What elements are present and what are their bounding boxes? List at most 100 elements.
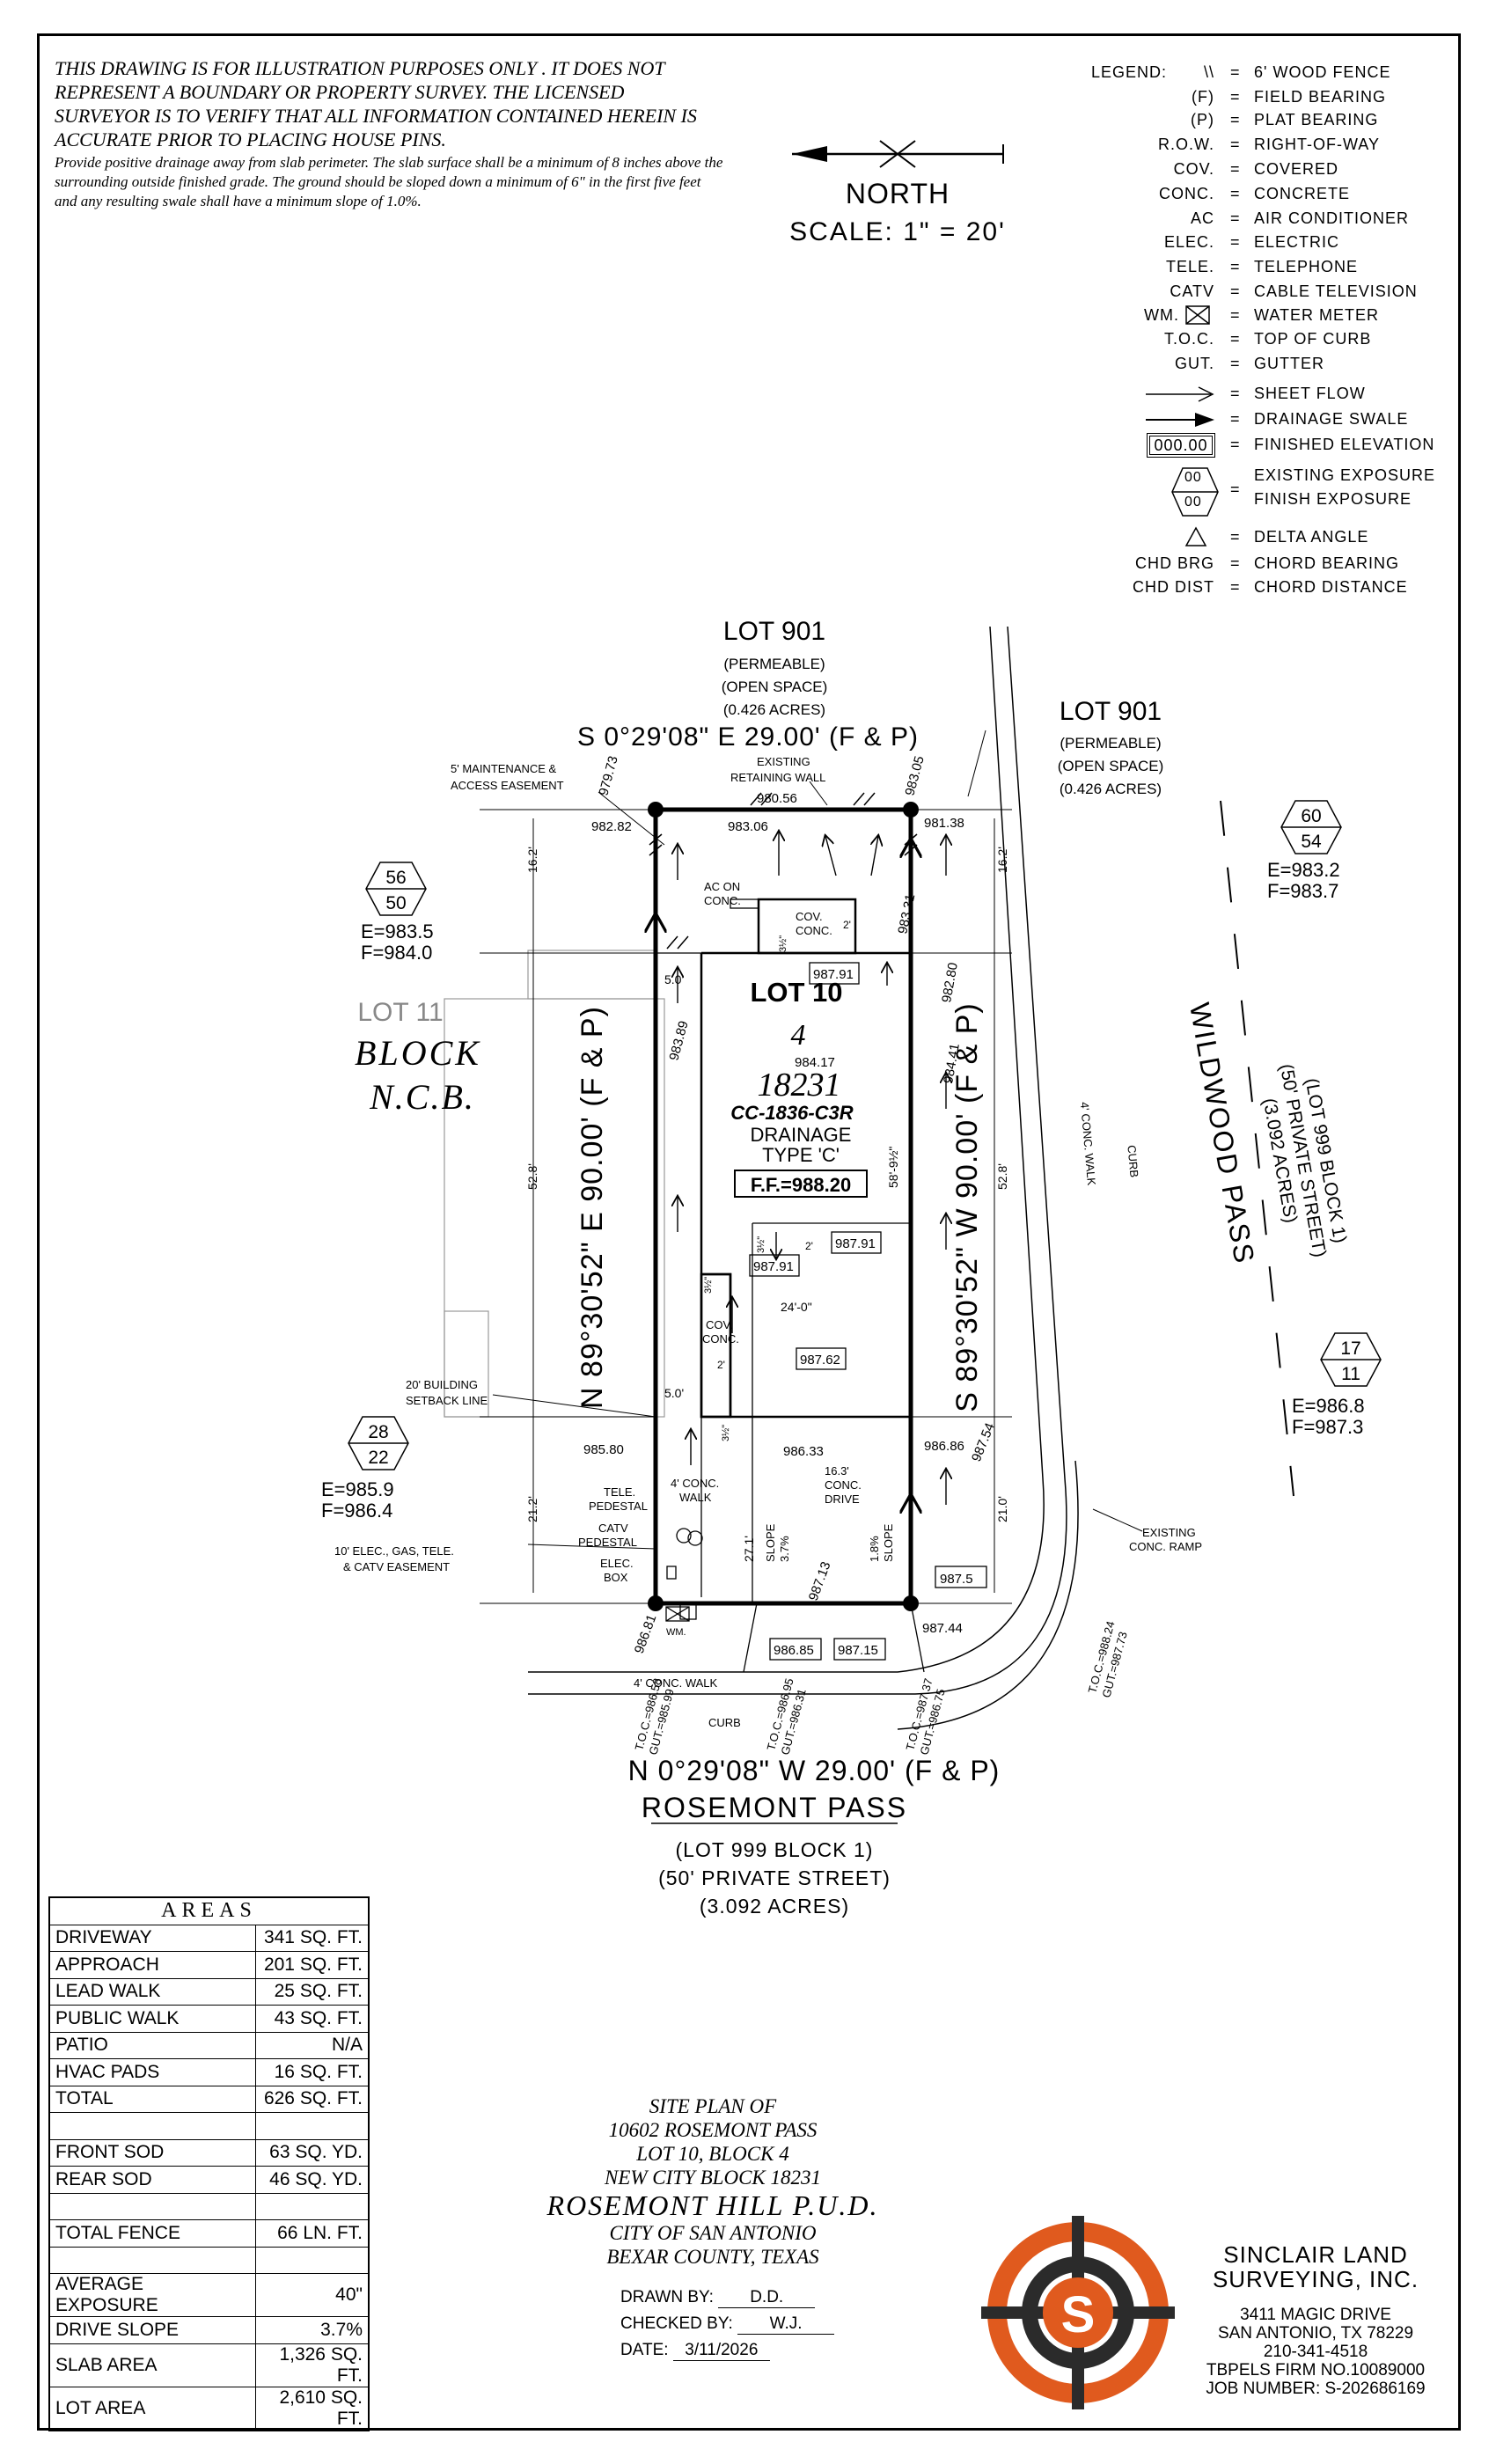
interior-lines [656, 880, 987, 1603]
lot901-right-name: LOT 901 [1060, 697, 1162, 726]
slope-label: SLOPE [764, 1523, 777, 1562]
firm-address: 3411 MAGIC DRIVE [1240, 2306, 1391, 2324]
legend-row: ELEC.=ELECTRIC [1056, 233, 1443, 254]
exposure-hexagon: 56 50 E=983.5 F=984.0 [361, 862, 434, 964]
spot-elevation: 980.56 [757, 791, 797, 806]
disclaimer-note: THIS DRAWING IS FOR ILLUSTRATION PURPOSE… [55, 57, 697, 150]
setback-label: 20' BUILDING [406, 1378, 478, 1391]
surveyor-block: SINCLAIR LAND SURVEYING, INC. 3411 MAGIC… [1170, 2242, 1461, 2398]
area-value: 25 SQ. FT. [255, 1977, 370, 2006]
exposure-finish: 54 [1301, 832, 1322, 852]
legend-desc: CHORD DISTANCE [1254, 578, 1408, 596]
area-value [255, 2192, 370, 2220]
spot-elevation: 987.91 [835, 1236, 876, 1251]
lot901-right-sub: (PERMEABLE) [1060, 735, 1161, 752]
legend-row: GUT.=GUTTER [1056, 355, 1443, 376]
spot-elevation: 987.91 [753, 1259, 794, 1274]
area-label: TOTAL FENCE [48, 2219, 256, 2248]
cov-conc-label: COV. [706, 1318, 733, 1331]
area-value: 626 SQ. FT. [255, 2085, 370, 2113]
legend-symbol: TELE. [1165, 258, 1214, 275]
dimension: 21.2' [525, 1496, 539, 1522]
legend-row: CATV=CABLE TELEVISION [1056, 282, 1443, 304]
legend-desc: FIELD BEARING [1254, 88, 1387, 106]
exposure-finish: 11 [1341, 1364, 1360, 1384]
spot-elevation: 986.81 [632, 1612, 660, 1655]
curb-right: CURB [1125, 1145, 1140, 1178]
spot-elevation: 987.15 [838, 1643, 878, 1658]
drive-label: 16.3' [825, 1464, 849, 1478]
area-label: DRIVE SLOPE [48, 2316, 256, 2344]
checked-label: CHECKED BY: [620, 2314, 733, 2333]
street-bottom-sub: (50' PRIVATE STREET) [658, 1866, 891, 1889]
public-walk-label: 4' CONC. WALK [634, 1676, 718, 1690]
utility-easement-label: 10' ELEC., GAS, TELE. [334, 1544, 454, 1558]
legend-desc: RIGHT-OF-WAY [1254, 136, 1380, 153]
legend-desc: CONCRETE [1254, 185, 1351, 202]
drive-label: CONC. [825, 1478, 862, 1492]
spot-elevation: 987.5 [940, 1572, 973, 1587]
area-label: TOTAL [48, 2085, 256, 2113]
areas-title: AREAS [48, 1896, 370, 1925]
logo-letter: S [1061, 2286, 1096, 2343]
legend-symbol: AC [1190, 209, 1214, 227]
legend-row: COV.=COVERED [1056, 160, 1443, 181]
legend-symbol: (F) [1192, 88, 1214, 106]
drainage-type: TYPE 'C' [762, 1144, 840, 1166]
legend-row: (F)=FIELD BEARING [1056, 88, 1443, 109]
title-line: NEW CITY BLOCK 18231 [604, 2167, 821, 2189]
dimension: 27.1' [742, 1536, 756, 1562]
dimension: 3½" [756, 1236, 766, 1253]
drawn-label: DRAWN BY: [620, 2288, 714, 2306]
exposure-f: F=983.7 [1267, 880, 1338, 902]
dimension: 52.8' [995, 1163, 1009, 1190]
area-label: PUBLIC WALK [48, 2005, 256, 2033]
legend-symbol: T.O.C. [1163, 330, 1214, 348]
drainage-label: DRAINAGE [751, 1124, 852, 1146]
dimension: 2' [717, 1359, 725, 1371]
leader-lines [492, 730, 1143, 1550]
exposure-existing: 60 [1301, 806, 1321, 826]
utility-easement-label: & CATV EASEMENT [343, 1560, 450, 1573]
dimension: 3½" [778, 935, 788, 952]
lead-walk-label: 4' CONC. [671, 1477, 719, 1490]
legend-row: T.O.C.=TOP OF CURB [1056, 330, 1443, 351]
exposure-finish: 50 [385, 893, 406, 913]
water-meter-label: WM. [666, 1627, 686, 1638]
curb-label: CURB [708, 1716, 741, 1729]
table-row [48, 2192, 370, 2220]
north-label: NORTH [845, 178, 950, 209]
firm-address: SAN ANTONIO, TX 78229 [1217, 2324, 1414, 2343]
legend-symbol: 00 [1184, 470, 1202, 485]
firm-phone: 210-341-4518 [1263, 2343, 1368, 2361]
area-value: 201 SQ. FT. [255, 1951, 370, 1979]
area-value: 1,326 SQ. FT. [255, 2343, 370, 2387]
drawn-by-block: DRAWN BY: D.D. CHECKED BY: W.J. DATE: 3/… [620, 2288, 835, 2367]
legend-row: =DRAINAGE SWALE [1056, 410, 1443, 431]
dimension: 52.8' [525, 1163, 539, 1190]
sheet-flow-arrows [678, 832, 946, 1505]
legend-symbol: ELEC. [1163, 233, 1214, 251]
area-value: N/A [255, 2031, 370, 2059]
ncb-number: 18231 [758, 1067, 841, 1104]
utility-label: PEDESTAL [578, 1536, 637, 1549]
legend-symbol: CONC. [1159, 185, 1214, 202]
table-row [48, 2246, 370, 2274]
legend-row: TELE.=TELEPHONE [1056, 258, 1443, 279]
area-label [48, 2192, 256, 2220]
lot901-top-sub: (PERMEABLE) [723, 656, 825, 672]
area-label: PATIO [48, 2031, 256, 2059]
legend-symbol: R.O.W. [1158, 136, 1214, 153]
area-value: 43 SQ. FT. [255, 2005, 370, 2033]
exposure-existing: 17 [1340, 1338, 1360, 1359]
exposure-finish: 22 [368, 1448, 388, 1468]
lot901-top-name: LOT 901 [723, 617, 825, 646]
area-value: 2,610 SQ. FT. [255, 2386, 370, 2431]
legend-symbol: WM. [1144, 306, 1179, 324]
